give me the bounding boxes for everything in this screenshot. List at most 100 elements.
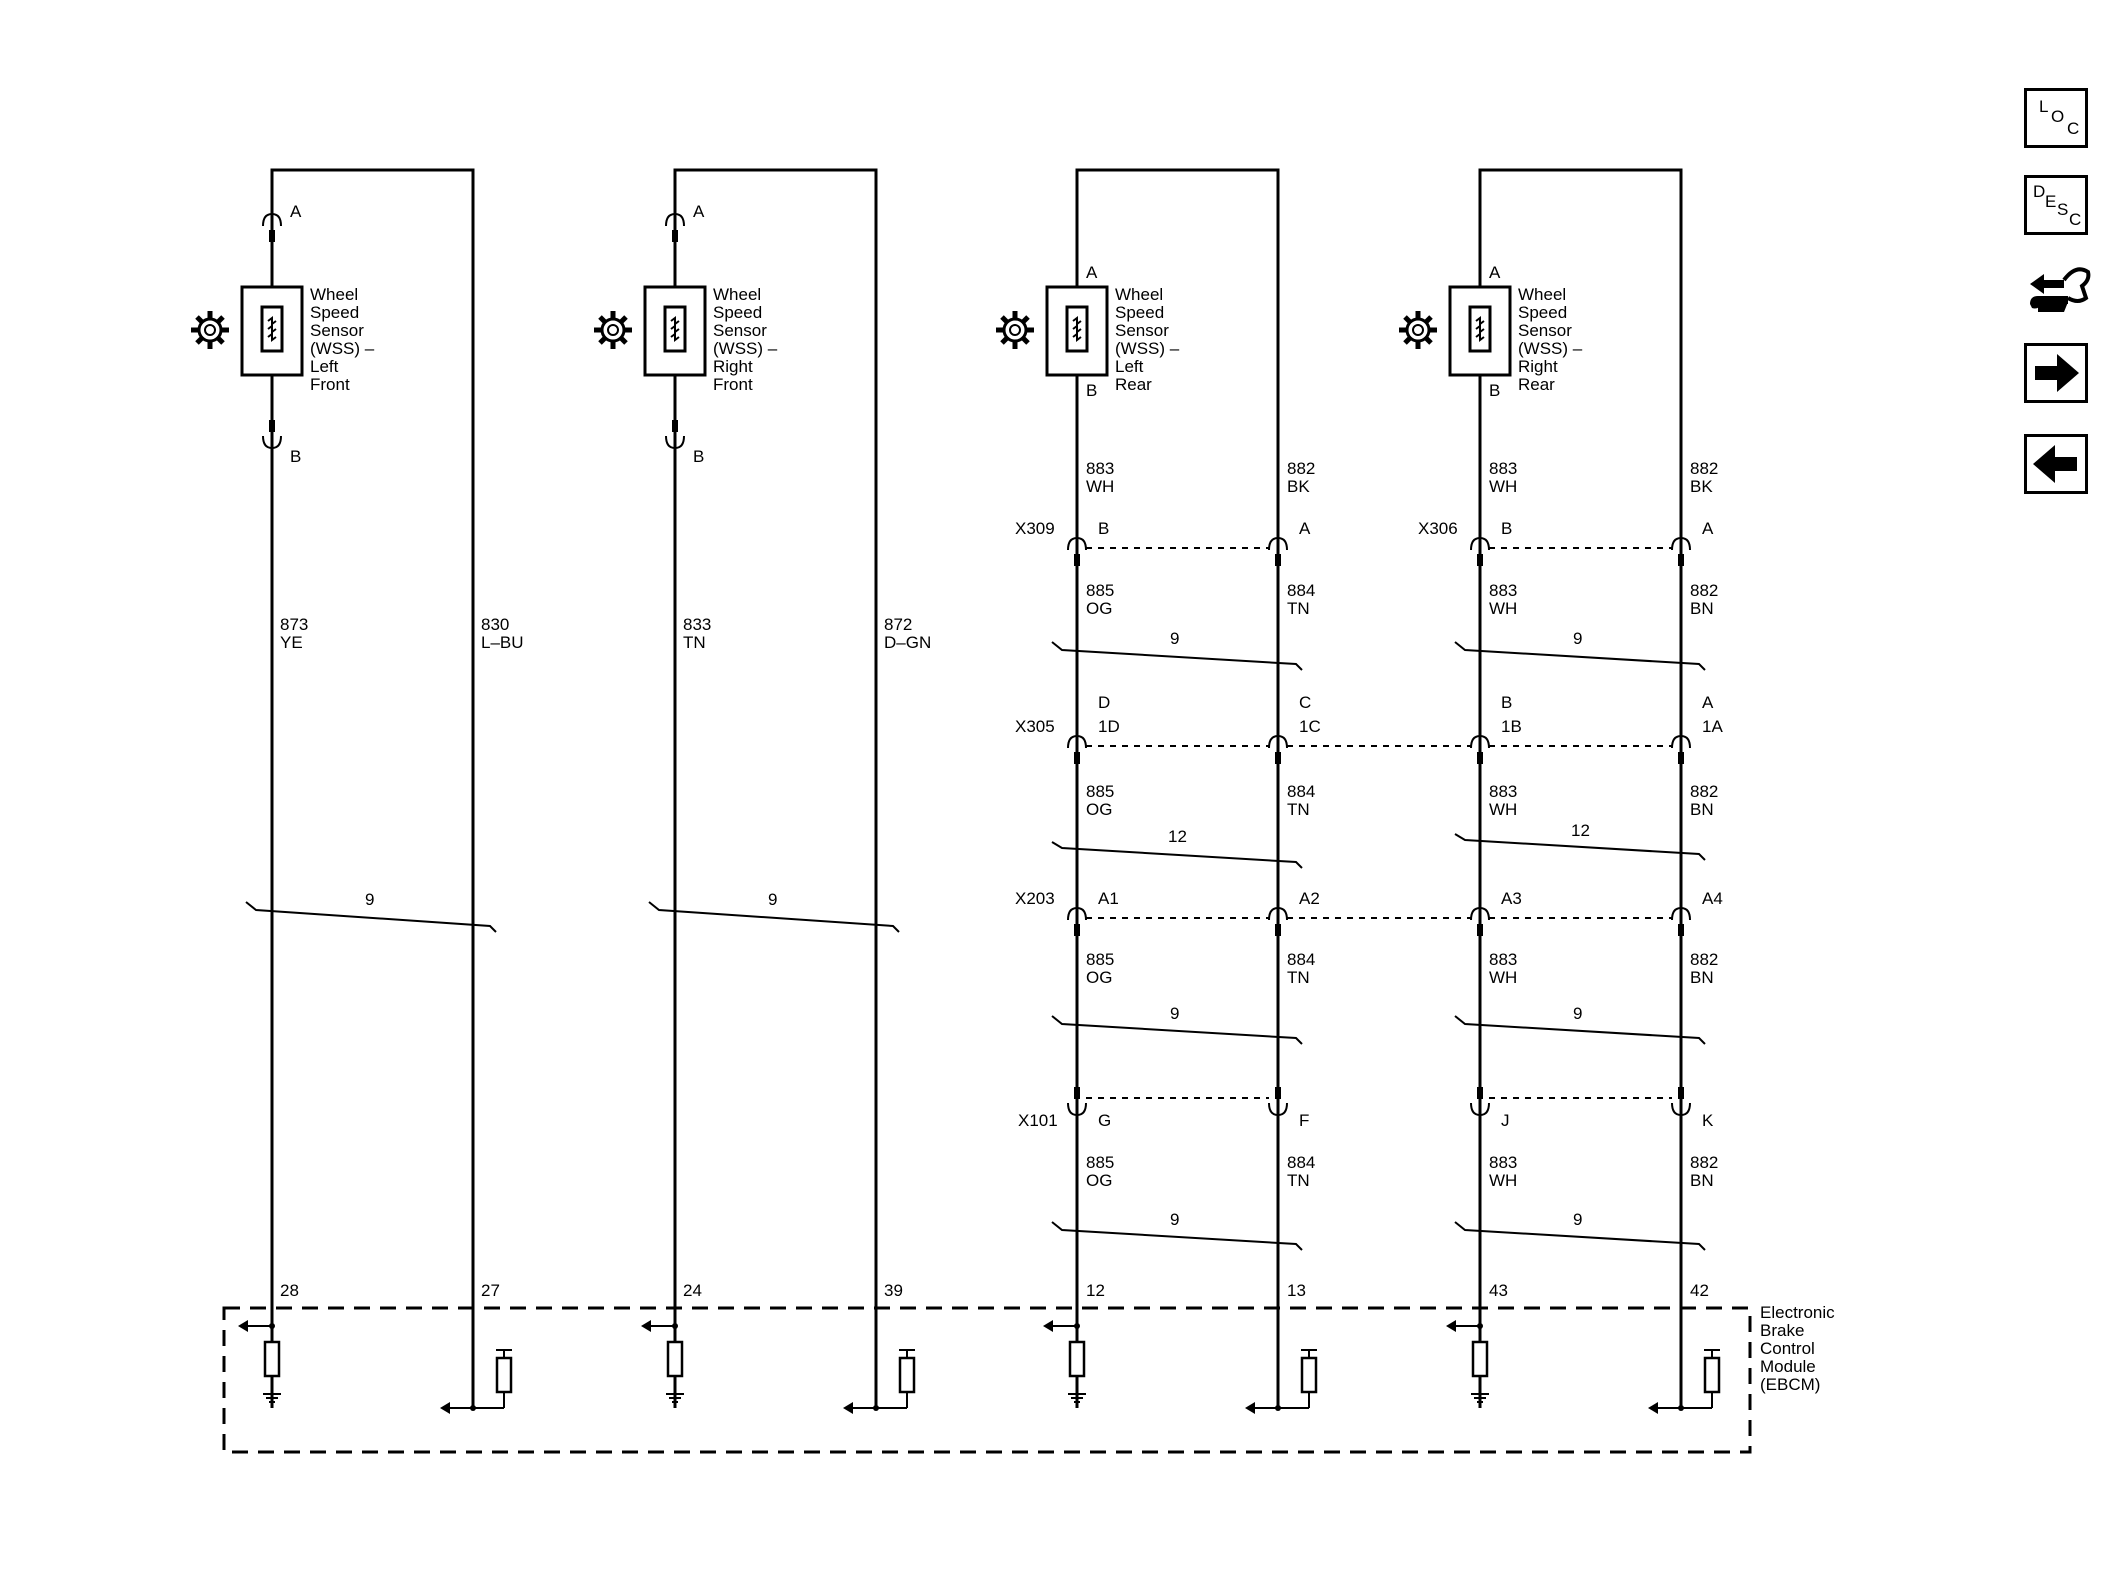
- twist-label: 9: [768, 890, 777, 909]
- pin-label: A4: [1702, 889, 1723, 908]
- sensor-label-line3: Sensor: [1518, 321, 1572, 340]
- twist-label: 9: [1573, 1210, 1582, 1229]
- wire-label: WH: [1489, 599, 1517, 618]
- wire-label: 885: [1086, 782, 1114, 801]
- ebcm-pin-28: 28: [280, 1281, 299, 1300]
- wire-lbu-label: L–BU: [481, 633, 524, 652]
- wire-label: BN: [1690, 1171, 1714, 1190]
- pin-label: B: [1501, 519, 1512, 538]
- ebcm-pin-13: 13: [1287, 1281, 1306, 1300]
- sensor-label-line3: Sensor: [1115, 321, 1169, 340]
- pin-label: F: [1299, 1111, 1309, 1130]
- wire-label: TN: [1287, 599, 1310, 618]
- sensor-label-line4: (WSS) –: [713, 339, 778, 358]
- twist-label: 9: [1170, 1004, 1179, 1023]
- desc-letter-e: E: [2045, 192, 2057, 211]
- sensor-label-line6: Rear: [1115, 375, 1152, 394]
- ebcm-label-line1: Electronic: [1760, 1303, 1835, 1322]
- wire-873-label: 873: [280, 615, 308, 634]
- wire-dgn-label: D–GN: [884, 633, 931, 652]
- wire-label: 884: [1287, 950, 1315, 969]
- connector-x305-label: X305: [1015, 717, 1055, 736]
- wire-label: OG: [1086, 599, 1112, 618]
- internal-circuits: [238, 1320, 1721, 1414]
- wire-label: OG: [1086, 800, 1112, 819]
- pin-a-label: A: [1489, 263, 1501, 282]
- wire-tn-label: TN: [683, 633, 706, 652]
- wire-label: OG: [1086, 1171, 1112, 1190]
- twist-label: 9: [365, 890, 374, 909]
- pin-a-label: A: [290, 202, 302, 221]
- pin-a-label: A: [1086, 263, 1098, 282]
- wire-830-label: 830: [481, 615, 509, 634]
- wire-label: BN: [1690, 599, 1714, 618]
- circuit-left-front: A Wheel Speed Sensor (WSS) – Left Front …: [191, 168, 524, 1408]
- wire-label: OG: [1086, 968, 1112, 987]
- previous-page-button[interactable]: [2024, 434, 2088, 494]
- sensor-label-line2: Speed: [1518, 303, 1567, 322]
- wire-label: 885: [1086, 950, 1114, 969]
- pin-label: A: [1299, 519, 1311, 538]
- pin-label: C: [1299, 693, 1311, 712]
- sensor-label-line2: Speed: [310, 303, 359, 322]
- wire-label: TN: [1287, 968, 1310, 987]
- desc-letter-d: D: [2033, 182, 2046, 201]
- wire-label: 883: [1489, 782, 1517, 801]
- pin-label: A: [1702, 693, 1714, 712]
- wire-ye-label: YE: [280, 633, 303, 652]
- pin-label: A2: [1299, 889, 1320, 908]
- pin-label: B: [1098, 519, 1109, 538]
- wire-label: 882: [1287, 459, 1315, 478]
- arrow-right-icon: [2035, 354, 2079, 392]
- desc-letter-s: S: [2057, 200, 2069, 219]
- sensor-label-line4: (WSS) –: [1518, 339, 1583, 358]
- repair-info-button[interactable]: [2024, 258, 2096, 330]
- pin-b-label: B: [1086, 381, 1097, 400]
- pin-label: A: [1702, 519, 1714, 538]
- twist-label: 12: [1571, 821, 1590, 840]
- sensor-label-line5: Right: [1518, 357, 1558, 376]
- sensor-label-line3: Sensor: [713, 321, 767, 340]
- wire-label: BK: [1690, 477, 1713, 496]
- wire-label: 884: [1287, 782, 1315, 801]
- circuit-right-rear: A B Wheel Speed Sensor (WSS) – Right Rea…: [1399, 168, 1723, 1408]
- ebcm-pin-12: 12: [1086, 1281, 1105, 1300]
- description-button[interactable]: D E S C: [2024, 175, 2088, 235]
- circuit-left-rear: A B Wheel Speed Sensor (WSS) – Left Rear…: [996, 168, 1321, 1408]
- pin-label: 1A: [1702, 717, 1723, 736]
- ebcm-pin-39: 39: [884, 1281, 903, 1300]
- pin-a-label: A: [693, 202, 705, 221]
- wrench-arrows-icon: [2030, 267, 2091, 312]
- sensor-label-line2: Speed: [713, 303, 762, 322]
- wire-label: BK: [1287, 477, 1310, 496]
- sensor-label-line1: Wheel: [1115, 285, 1163, 304]
- connector-x306-label: X306: [1418, 519, 1458, 538]
- wire-label: 883: [1489, 950, 1517, 969]
- wire-label: 885: [1086, 581, 1114, 600]
- next-page-button[interactable]: [2024, 343, 2088, 403]
- wire-label: 883: [1489, 581, 1517, 600]
- ebcm-pin-43: 43: [1489, 1281, 1508, 1300]
- ebcm-label-line4: Module: [1760, 1357, 1816, 1376]
- arrow-left-icon: [2033, 445, 2077, 483]
- ebcm-label-line5: (EBCM): [1760, 1375, 1820, 1394]
- pin-label: K: [1702, 1111, 1714, 1130]
- pin-label: J: [1501, 1111, 1510, 1130]
- ebcm-label-line3: Control: [1760, 1339, 1815, 1358]
- pin-label: 1D: [1098, 717, 1120, 736]
- wire-label: WH: [1489, 800, 1517, 819]
- circuit-right-front: A Wheel Speed Sensor (WSS) – Right Front…: [594, 168, 931, 1408]
- connector-x309-label: X309: [1015, 519, 1055, 538]
- sensor-label-line6: Front: [310, 375, 350, 394]
- twist-label: 9: [1573, 1004, 1582, 1023]
- location-button[interactable]: L O C: [2024, 88, 2088, 148]
- wire-label: BN: [1690, 800, 1714, 819]
- pin-label: 1C: [1299, 717, 1321, 736]
- ebcm-pin-42: 42: [1690, 1281, 1709, 1300]
- wire-label: 882: [1690, 1153, 1718, 1172]
- sensor-label-line6: Rear: [1518, 375, 1555, 394]
- wire-label: TN: [1287, 800, 1310, 819]
- loc-letter-o: O: [2051, 107, 2065, 126]
